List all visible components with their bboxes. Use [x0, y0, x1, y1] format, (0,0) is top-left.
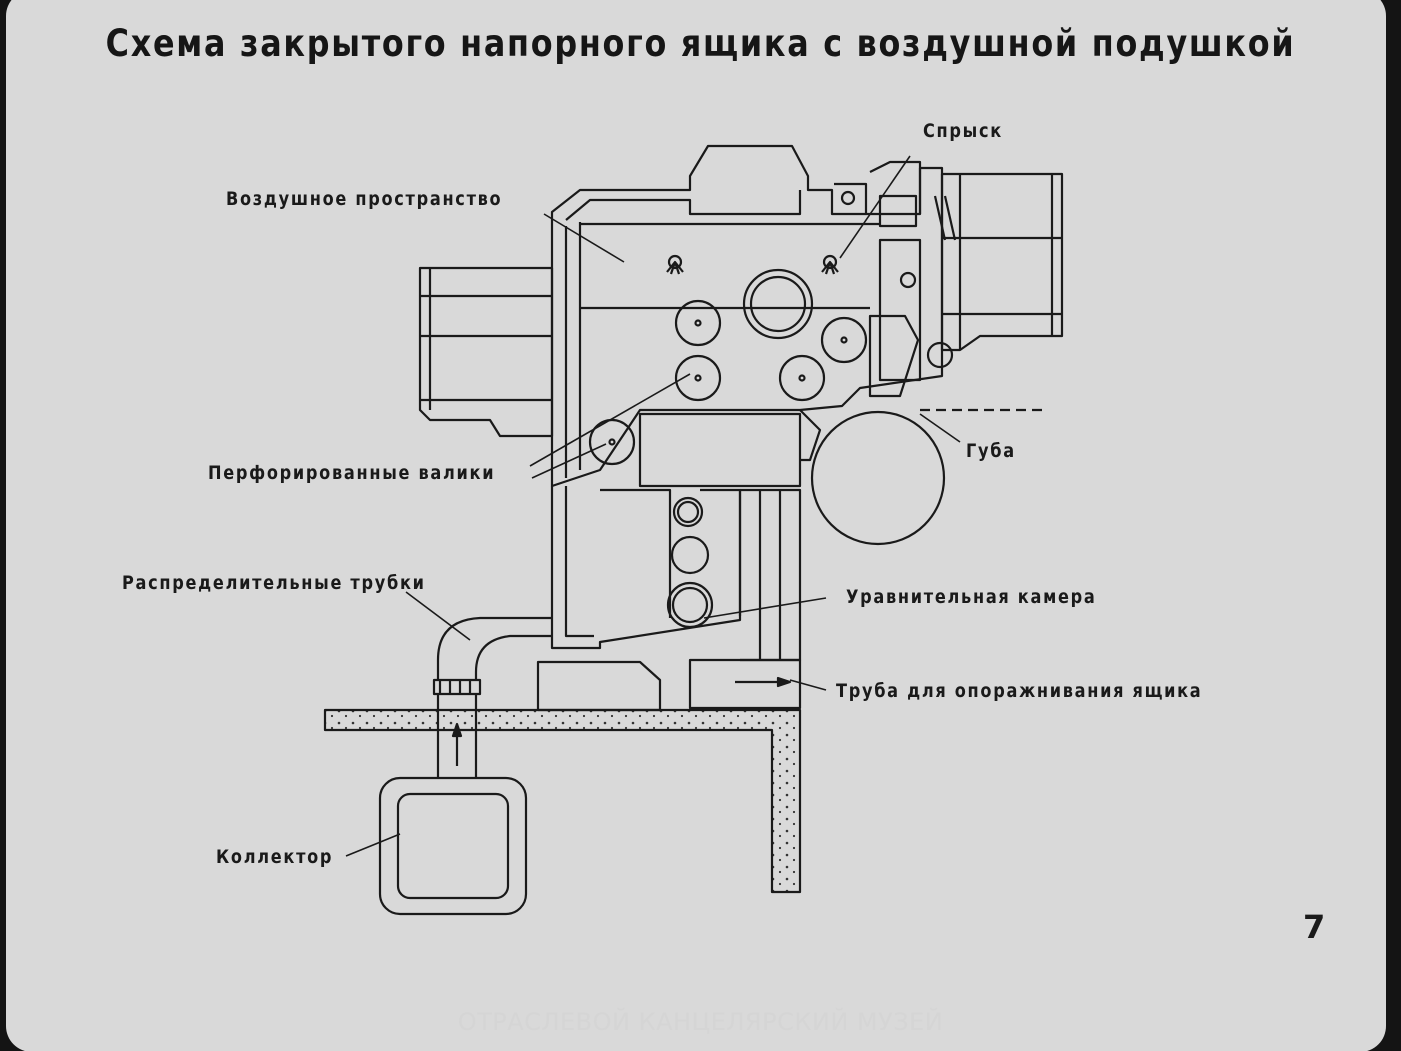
right-cylinder	[940, 172, 1064, 352]
left-cylinder	[418, 266, 554, 438]
collector-box	[378, 776, 528, 916]
floor-slab	[323, 708, 802, 894]
label-perforated-rolls: Перфорированные валики	[208, 462, 496, 484]
leader-lines	[345, 155, 961, 857]
slide-frame	[6, 0, 1386, 1051]
label-drain-pipe: Труба для опоражнивания ящика	[836, 680, 1203, 702]
spray-nozzles	[666, 254, 839, 275]
breast-roll	[810, 410, 946, 546]
headbox-body	[536, 144, 957, 712]
label-lip: Губа	[966, 440, 1016, 462]
distribution-pipe	[432, 616, 552, 778]
label-sprysk: Спрыск	[923, 120, 1003, 142]
perforated-roll-circles	[588, 268, 868, 629]
label-equalizing-chamber: Уравнительная камера	[846, 586, 1097, 608]
page-number: 7	[1303, 908, 1326, 946]
watermark: ОТРАСЛЕВОЙ КАНЦЕЛЯРСКИЙ МУЗЕЙ	[457, 1008, 944, 1036]
label-air-space: Воздушное пространство	[226, 188, 503, 210]
slide-title: Схема закрытого напорного ящика с воздуш…	[105, 22, 1296, 65]
label-distribution-tubes: Распределительные трубки	[122, 572, 426, 594]
label-collector: Коллектор	[216, 846, 334, 868]
